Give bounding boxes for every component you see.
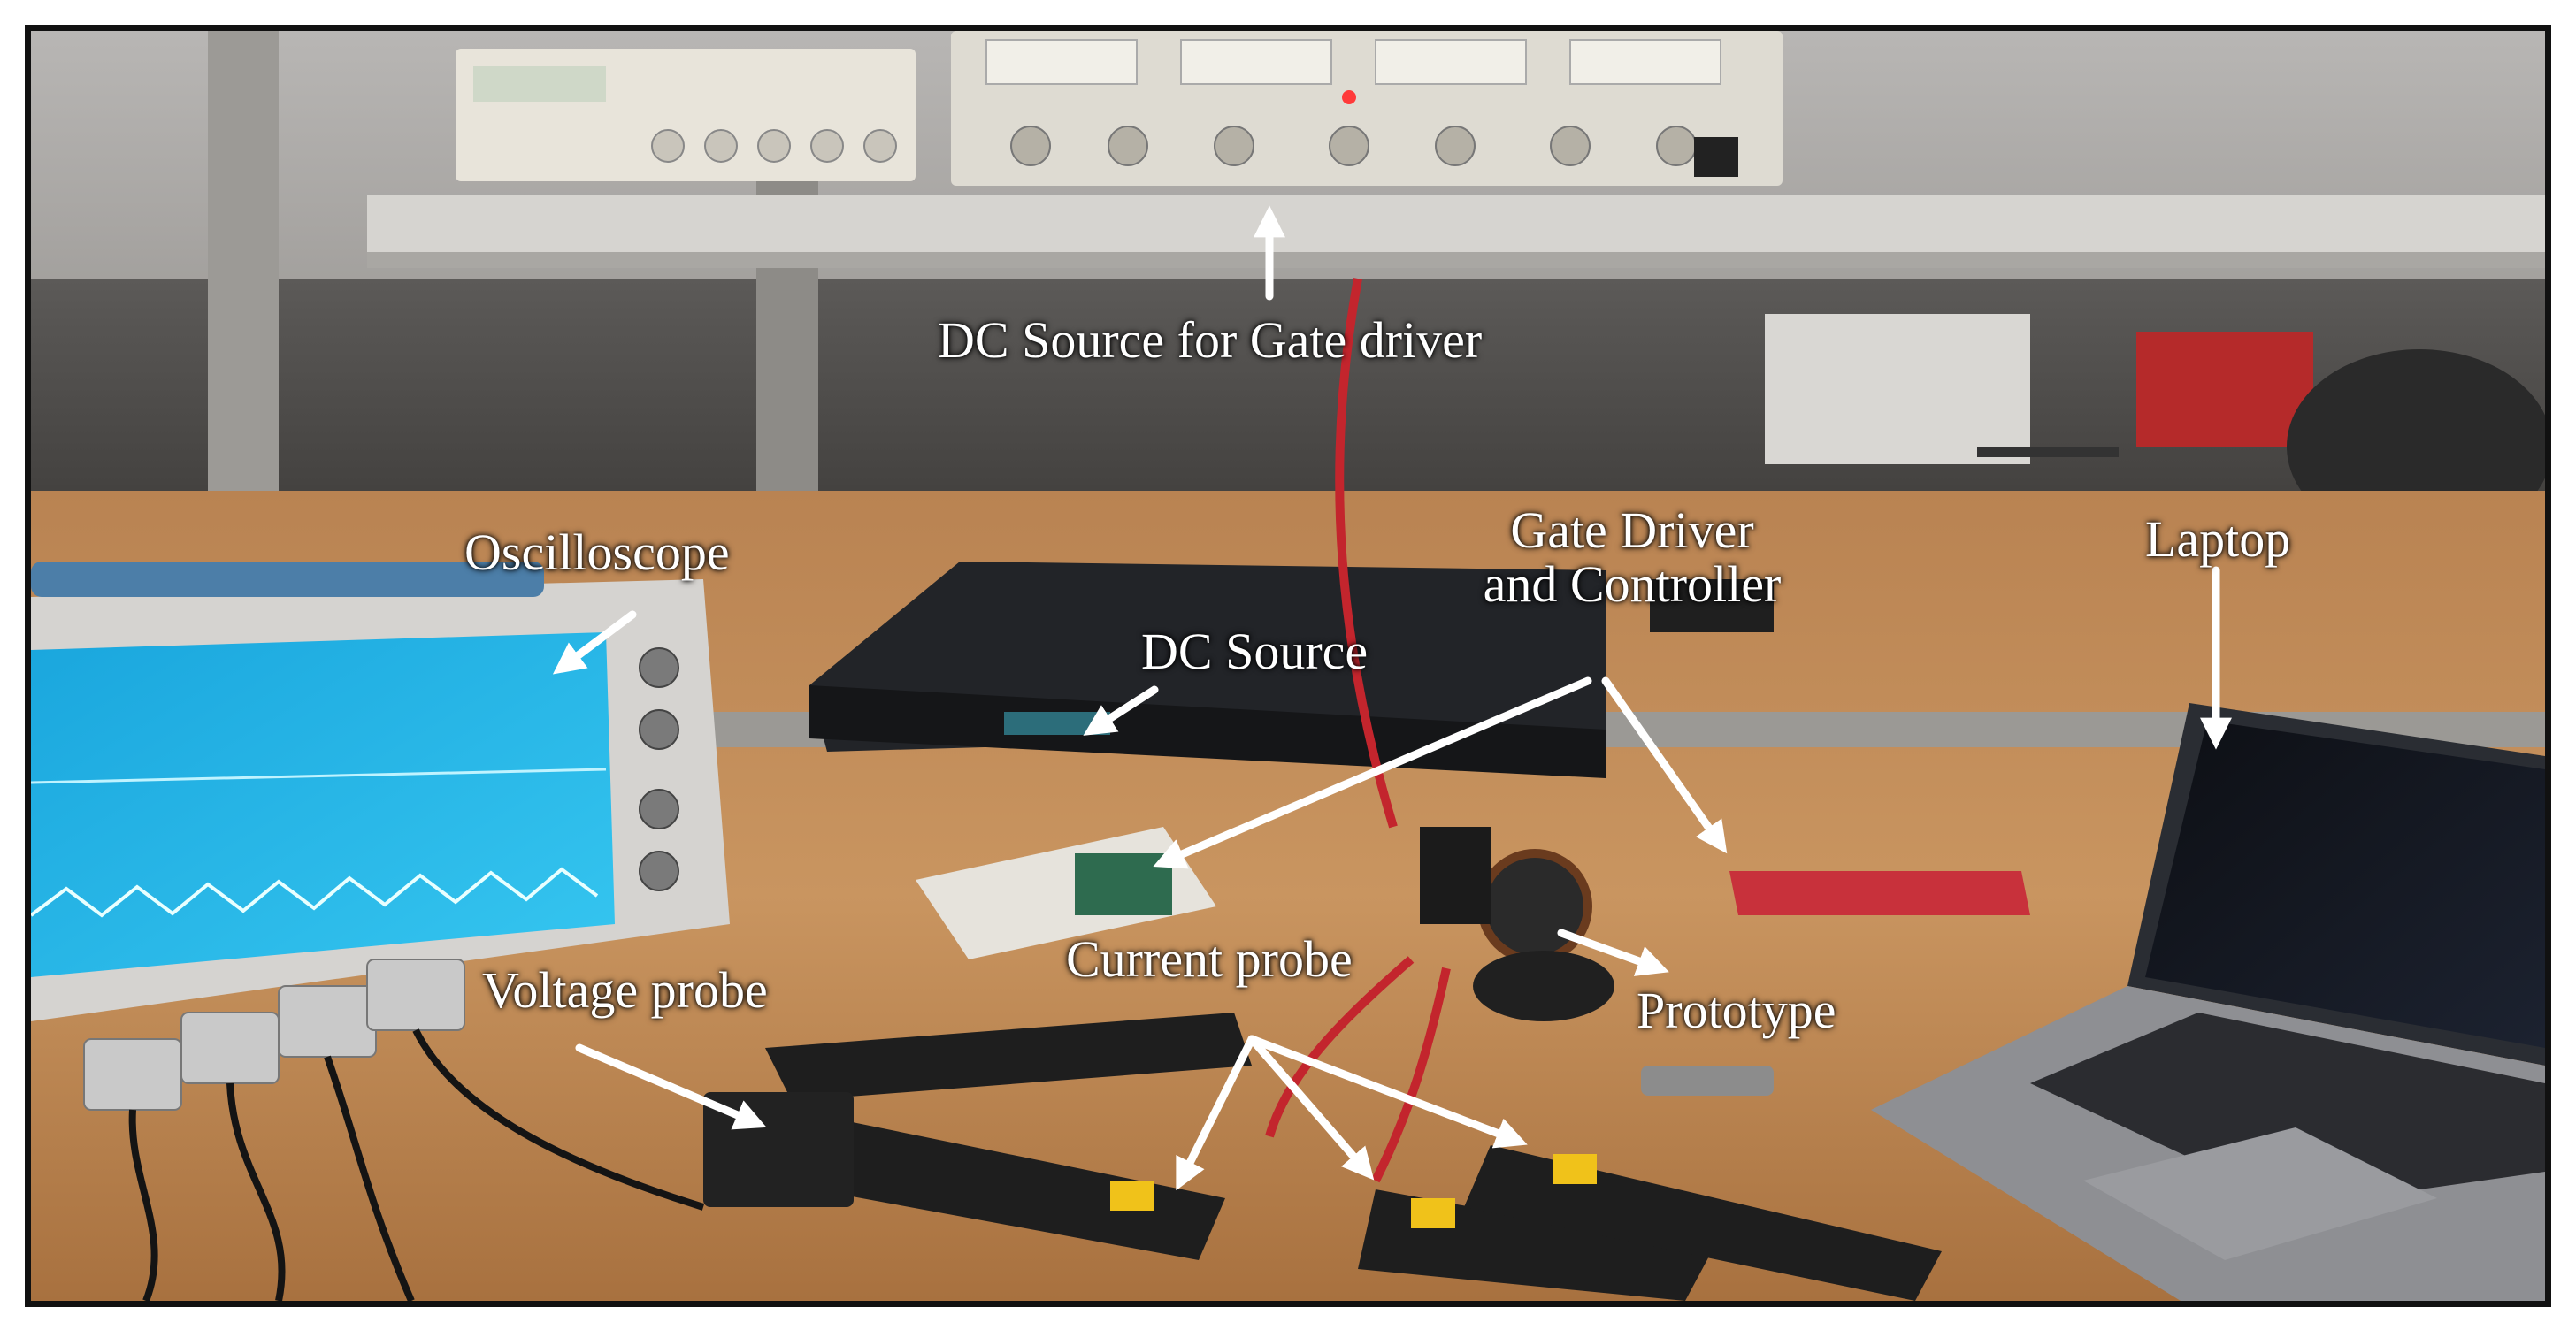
- function-generator-knobs: [651, 129, 897, 163]
- current-probe-body-1: [765, 1013, 1252, 1101]
- function-generator-display: [473, 66, 606, 102]
- back-cabinet: [1765, 314, 2030, 464]
- label-gate-driver-line-2: and Controller: [1483, 554, 1782, 613]
- probe-cables: [128, 1028, 705, 1301]
- oscilloscope-screen: [31, 632, 615, 977]
- label-current-probe: Current probe: [1066, 930, 1353, 988]
- controller-board: [1729, 871, 2030, 915]
- laptop-keyboard: [2030, 1013, 2545, 1207]
- label-gate-driver-line-1: Gate Driver: [1510, 501, 1754, 559]
- red-cabinet: [2136, 332, 2313, 447]
- label-prototype: Prototype: [1637, 982, 1836, 1039]
- voltage-probe-pod: [703, 1092, 854, 1207]
- current-probe-sensor: [1473, 951, 1614, 1021]
- oscilloscope-control-knobs: [639, 647, 679, 891]
- laptop-trackpad: [2083, 1127, 2437, 1260]
- lab-setup-photo-frame: DC Source for Gate driver Oscilloscope G…: [25, 25, 2551, 1307]
- upper-shelf: [367, 195, 2545, 256]
- gate-driver-dc-supply-meters: [985, 39, 1721, 85]
- dc-source-display: [1004, 712, 1110, 735]
- label-dc-source-for-gate-driver: DC Source for Gate driver: [938, 311, 1483, 369]
- power-led: [1342, 90, 1356, 104]
- usb-hub: [1641, 1066, 1774, 1096]
- oscilloscope-top-handle: [31, 562, 544, 597]
- upper-shelf-edge: [367, 252, 2545, 268]
- gate-driver-box: [1650, 579, 1774, 632]
- prototype-heatsink: [1420, 827, 1491, 924]
- label-gate-driver-and-controller: Gate Driver and Controller: [1446, 501, 1818, 613]
- prototype-inductor: [1477, 849, 1592, 964]
- label-voltage-probe: Voltage probe: [482, 961, 768, 1019]
- label-oscilloscope: Oscilloscope: [464, 524, 730, 581]
- current-probe-body-2: [765, 1110, 1225, 1260]
- power-switch: [1694, 137, 1738, 177]
- laptop-display: [2145, 721, 2545, 1048]
- oscilloscope-trace: [31, 768, 607, 784]
- label-dc-source: DC Source: [1141, 623, 1368, 680]
- current-probe-labels: [1110, 1154, 1597, 1228]
- oscilloscope-waveform: [31, 867, 599, 918]
- chair-base: [1977, 447, 2119, 457]
- gate-driver-dc-supply-knobs: [1010, 126, 1697, 166]
- label-laptop: Laptop: [2145, 510, 2291, 568]
- voltage-probe-heads: [83, 959, 465, 1111]
- gate-driver-board: [1075, 853, 1172, 915]
